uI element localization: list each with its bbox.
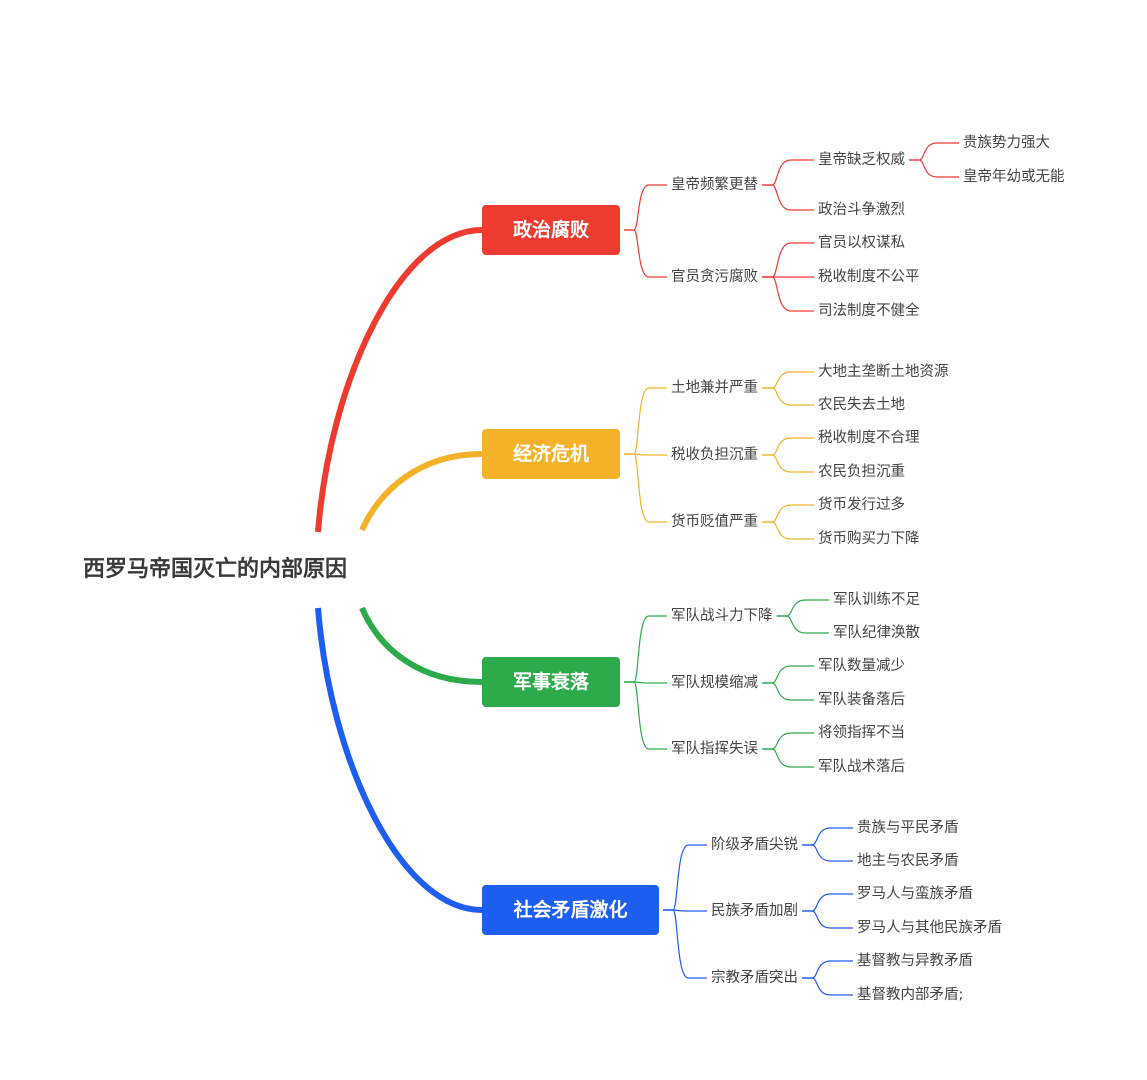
subtopic[interactable]: 税收负担沉重 (671, 447, 758, 463)
subtopic[interactable]: 贵族势力强大 (963, 135, 1050, 151)
connector-line (762, 732, 814, 750)
connector-line (624, 681, 667, 750)
subtopic[interactable]: 货币贬值严重 (671, 514, 758, 530)
main-branch-curve-yellow (359, 451, 483, 532)
subtopic[interactable]: 将领指挥不当 (818, 725, 905, 741)
subtopic[interactable]: 阶级矛盾尖锐 (711, 837, 798, 853)
subtopic[interactable]: 农民负担沉重 (818, 464, 905, 480)
subtopic[interactable]: 军队规模缩减 (671, 675, 758, 691)
subtopic[interactable]: 军队战术落后 (818, 759, 905, 775)
subtopic[interactable]: 军队数量减少 (818, 658, 905, 674)
subtopic[interactable]: 罗马人与蛮族矛盾 (857, 886, 973, 902)
connector-line (802, 827, 853, 846)
root-topic[interactable]: 西罗马帝国灭亡的内部原因 (83, 557, 348, 582)
connector-line (762, 387, 814, 406)
subtopic[interactable]: 基督教内部矛盾; (857, 987, 964, 1003)
subtopic[interactable]: 民族矛盾加剧 (711, 903, 798, 919)
connector-line (802, 910, 853, 929)
subtopic[interactable]: 军队战斗力下降 (671, 608, 773, 624)
connector-line (802, 960, 853, 979)
subtopic[interactable]: 军队训练不足 (833, 592, 920, 608)
subtopic[interactable]: 土地兼并严重 (671, 380, 758, 396)
subtopic[interactable]: 税收制度不公平 (818, 269, 920, 285)
connector-line (802, 893, 853, 912)
subtopic[interactable]: 农民失去土地 (818, 397, 905, 413)
connector-line (624, 453, 667, 523)
subtopic[interactable]: 皇帝年幼或无能 (963, 169, 1065, 185)
connector-line (802, 844, 853, 862)
main-branch-curve-green (359, 606, 483, 685)
subtopic[interactable]: 罗马人与其他民族矛盾 (857, 920, 1002, 936)
subtopic[interactable]: 政治斗争激烈 (818, 202, 905, 218)
connector-line (762, 242, 814, 278)
subtopic[interactable]: 官员以权谋私 (818, 235, 905, 251)
subtopic[interactable]: 大地主垄断土地资源 (818, 364, 949, 380)
subtopic[interactable]: 皇帝缺乏权威 (818, 152, 905, 168)
connector-line (663, 844, 707, 911)
connector-line (776, 615, 829, 634)
branch-political-corruption[interactable]: 政治腐败 (482, 205, 620, 255)
connector-line (762, 159, 814, 186)
subtopic[interactable]: 货币购买力下降 (818, 531, 920, 547)
subtopic[interactable]: 军队纪律涣散 (833, 625, 920, 641)
subtopic[interactable]: 贵族与平民矛盾 (857, 820, 959, 836)
branch-military-decline[interactable]: 军事衰落 (482, 657, 620, 707)
connector-line (762, 454, 814, 473)
connector-line (624, 387, 667, 455)
connector-line (909, 159, 959, 178)
subtopic[interactable]: 司法制度不健全 (818, 303, 920, 319)
connector-line (762, 665, 814, 684)
connector-line (909, 142, 959, 161)
connector-line (624, 615, 667, 683)
branch-social-conflict[interactable]: 社会矛盾激化 (482, 885, 659, 935)
branch-economic-crisis[interactable]: 经济危机 (482, 429, 620, 479)
subtopic[interactable]: 宗教矛盾突出 (711, 970, 798, 986)
connector-line (762, 437, 814, 456)
subtopic[interactable]: 军队指挥失误 (671, 741, 758, 757)
subtopic[interactable]: 地主与农民矛盾 (857, 853, 959, 869)
connector-line (762, 748, 814, 768)
connector-line (762, 682, 814, 701)
connector-line (776, 599, 829, 617)
connector-line (663, 909, 707, 979)
connector-line (762, 504, 814, 523)
subtopic[interactable]: 税收制度不合理 (818, 430, 920, 446)
subtopic[interactable]: 货币发行过多 (818, 497, 905, 513)
connector-line (762, 521, 814, 540)
connector-line (802, 977, 853, 996)
main-branch-curve-red (315, 227, 483, 533)
subtopic[interactable]: 官员贪污腐败 (671, 269, 758, 285)
subtopic[interactable]: 皇帝频繁更替 (671, 177, 758, 193)
connector-line (762, 371, 814, 389)
connector-line (762, 184, 814, 211)
subtopic[interactable]: 基督教与异教矛盾 (857, 953, 973, 969)
main-branch-curve-blue (315, 607, 483, 913)
connector-line (624, 184, 667, 231)
subtopic[interactable]: 军队装备落后 (818, 692, 905, 708)
connector-line (762, 276, 814, 312)
connector-line (624, 229, 667, 278)
